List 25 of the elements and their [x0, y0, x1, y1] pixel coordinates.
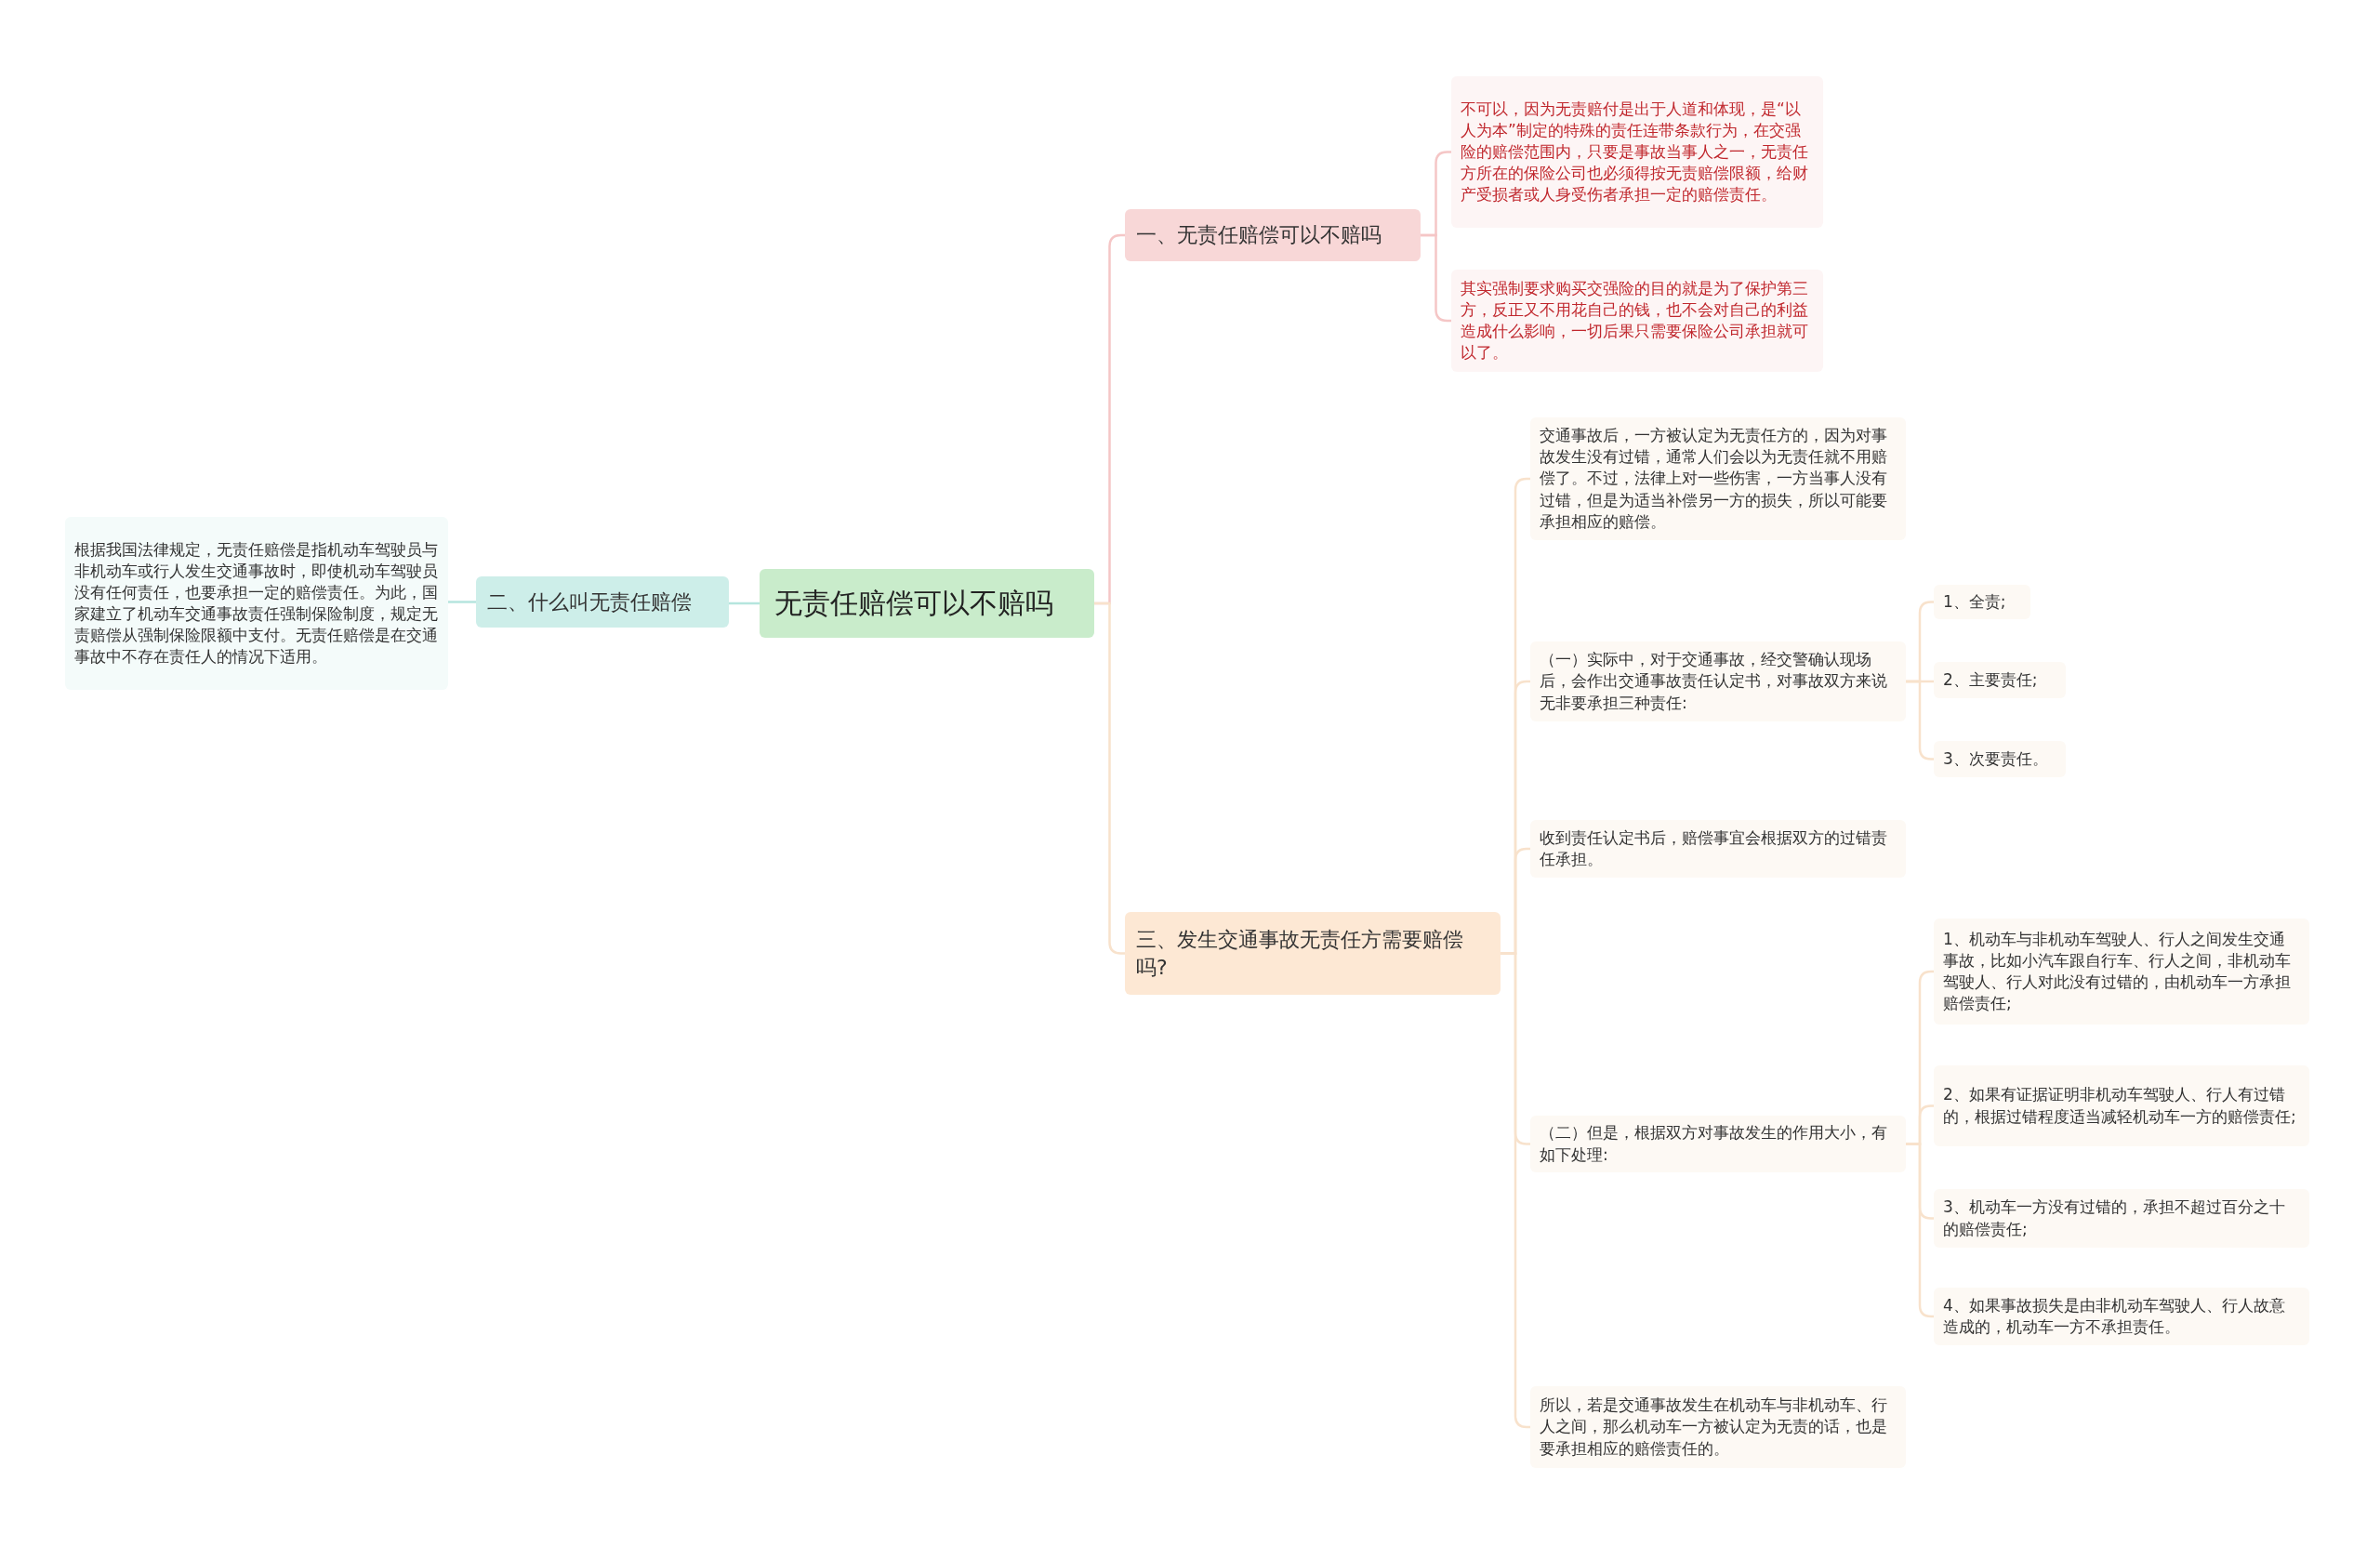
branch-topic: 一、无责任赔偿可以不赔吗: [1125, 209, 1421, 261]
connector-line: [1421, 233, 1451, 323]
central-topic: 无责任赔偿可以不赔吗: [760, 569, 1094, 638]
note-card: 2、如果有证据证明非机动车驾驶人、行人有过错的，根据过错程度适当减轻机动车一方的赔偿责任;: [1934, 1065, 2309, 1146]
branch-topic: 三、发生交通事故无责任方需要赔偿吗?: [1125, 912, 1501, 995]
branch-topic: 二、什么叫无责任赔偿: [476, 576, 729, 628]
note-card: 交通事故后，一方被认定为无责任方的，因为对事故发生没有过错，通常人们会以为无责任就不用赔偿了。不过，法律上对一些伤害，一方当事人没有过错，但是为适当补偿另一方的损失，所以可能要承担相应的赔偿。: [1530, 417, 1906, 540]
connector-line: [448, 601, 476, 603]
note-card: 所以，若是交通事故发生在机动车与非机动车、行人之间，那么机动车一方被认定为无责的话，也是要承担相应的赔偿责任的。: [1530, 1386, 1906, 1468]
note-card: 2、主要责任;: [1934, 662, 2066, 698]
connector-line: [729, 602, 760, 605]
note-card: （二）但是，根据双方对事故发生的作用大小，有如下处理:: [1530, 1116, 1906, 1172]
note-card: （一）实际中，对于交通事故，经交警确认现场后，会作出交通事故责任认定书，对事故双方来说无非要承担三种责任:: [1530, 641, 1906, 721]
note-card: 1、全责;: [1934, 585, 2030, 619]
note-card: 其实强制要求购买交强险的目的就是为了保护第三方，反正又不用花自己的钱，也不会对自己的利益造成什么影响，一切后果只需要保险公司承担就可以了。: [1451, 270, 1823, 372]
note-card: 4、如果事故损失是由非机动车驾驶人、行人故意造成的，机动车一方不承担责任。: [1934, 1288, 2309, 1345]
connector-line: [1906, 680, 1934, 760]
note-card: 3、机动车一方没有过错的，承担不超过百分之十的赔偿责任;: [1934, 1189, 2309, 1248]
note-card: 收到责任认定书后，赔偿事宜会根据双方的过错责任承担。: [1530, 820, 1906, 878]
note-card: 3、次要责任。: [1934, 741, 2066, 777]
note-card: 根据我国法律规定，无责任赔偿是指机动车驾驶员与非机动车或行人发生交通事故时，即使机动车驾驶员没有任何责任，也要承担一定的赔偿责任。为此，国家建立了机动车交通事故责任强制保险制度，规定无责赔偿从强制保险限额中支付。无责任赔偿是在交通事故中不存在责任人的情况下适用。: [65, 517, 448, 690]
connector-line: [1094, 602, 1125, 955]
note-card: 1、机动车与非机动车驾驶人、行人之间发生交通事故，比如小汽车跟自行车、行人之间，非机动车驾驶人、行人对此没有过错的，由机动车一方承担赔偿责任;: [1934, 919, 2309, 1025]
note-card: 不可以，因为无责赔付是出于人道和体现，是“以人为本”制定的特殊的责任连带条款行为，在交强险的赔偿范围内，只要是事故当事人之一，无责任方所在的保险公司也必须得按无责赔偿限额，给财产受损者或人身受伤者承担一定的赔偿责任。: [1451, 76, 1823, 228]
connector-line: [1906, 1143, 1934, 1318]
